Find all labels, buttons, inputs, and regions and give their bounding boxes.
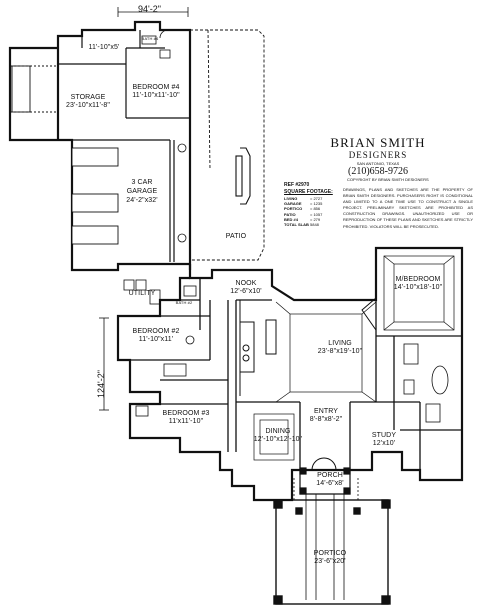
sqft-value: = 856: [310, 206, 321, 212]
designer-name: BRIAN SMITH: [330, 135, 426, 150]
garage-interior-walls: [58, 30, 190, 262]
overall-width-dimension: 94'-2": [138, 4, 161, 14]
room-dims: 11'-10"x11'-10": [132, 92, 180, 99]
portico-walkway: [293, 478, 359, 600]
room-dims: 24'-2"x32': [126, 197, 158, 204]
room-label-nook: NOOK 12'-6"x10': [230, 280, 261, 296]
garage-doors: [10, 65, 119, 245]
patio-outline: [190, 29, 265, 261]
entry-door: [311, 457, 337, 471]
room-label-utility: UTILITY: [129, 290, 156, 298]
room-dims: 11'x11'-10": [168, 418, 204, 425]
main-house-walls: [116, 246, 464, 502]
room-name: BEDROOM #3: [162, 410, 210, 417]
room-label-storage: STORAGE 23'-10"x11'-8": [66, 94, 110, 110]
designer-phone: (210)658-9726: [348, 166, 408, 177]
sqft-label: GARAGE: [284, 201, 302, 207]
room-label-study: STUDY 12'x10': [372, 432, 396, 448]
porch-outline: [299, 467, 351, 495]
sqft-label: BED #4: [284, 216, 299, 222]
room-dims: 8'-8"x8'-2": [309, 416, 343, 423]
portico-outline: [273, 499, 391, 605]
sqft-row: LIVING = 2727: [284, 196, 336, 201]
square-footage-table: LIVING = 2727 GARAGE = 1235 PORTICO = 856 P…: [284, 196, 336, 227]
sqft-value: 5848: [310, 222, 319, 228]
garage-fixtures: [141, 29, 187, 243]
designer-subtitle: DESIGNERS: [348, 150, 408, 160]
room-dims: 23'-8"x19'-10": [317, 348, 363, 355]
room-label-master-bedroom: M/BEDROOM 14'-10"x18'-10": [394, 276, 442, 292]
overall-depth-dimension: 124'-2": [96, 370, 106, 398]
room-label-bedroom-4: BEDROOM #4 11'-10"x11'-10": [132, 84, 179, 100]
sqft-row: PATIO = 1057: [284, 212, 336, 217]
sqft-value: = 1235: [310, 201, 323, 207]
room-name: DINING: [265, 428, 291, 435]
bath-fixtures: [135, 285, 449, 423]
room-name: PORTICO: [313, 550, 347, 557]
sqft-row: GARAGE = 1235: [284, 201, 336, 206]
room-label-dining: DINING 12'-10"x12'-10": [254, 428, 302, 444]
room-dims: 23'-10"x11'-8": [66, 102, 110, 109]
room-name: NOOK: [235, 280, 257, 287]
bath-4-label: BATH #4: [141, 36, 159, 41]
room-label-bedroom-3: BEDROOM #3 11'x11'-10": [163, 410, 210, 426]
room-dims: 11'-10"x5': [88, 44, 120, 51]
room-label-garage: 3 CAR GARAGE 24'-2"x32': [120, 178, 164, 205]
room-name: BEDROOM #2: [132, 328, 180, 335]
room-label-bedroom-2: BEDROOM #2 11'-10"x11': [133, 328, 180, 344]
room-dims: 12'-6"x10': [230, 288, 262, 295]
sqft-label: PORTICO: [284, 206, 303, 212]
room-name: PATIO: [225, 233, 247, 240]
kitchen-counters: [239, 300, 277, 396]
room-label-patio: PATIO: [226, 233, 246, 241]
left-dimension-line: [99, 317, 109, 411]
copyright-line: COPYRIGHT BY BRIAN SMITH DESIGNERS: [347, 177, 429, 182]
sqft-value: = 1057: [310, 211, 323, 217]
patio-fireplace: [235, 147, 251, 205]
room-dims: 14'-6"x8': [316, 480, 344, 487]
room-name: STORAGE: [70, 94, 106, 101]
room-dims: 23'-6"x20': [314, 558, 346, 565]
room-name: PORCH: [317, 472, 343, 479]
square-footage-heading: SQUARE FOOTAGE:: [284, 189, 333, 195]
living-fireplace: [361, 296, 377, 332]
room-name: ENTRY: [313, 408, 339, 415]
room-name: LIVING: [328, 340, 352, 347]
room-label-entry: ENTRY 8'-8"x8'-2": [310, 408, 342, 424]
room-name: 3 CAR GARAGE: [126, 179, 158, 195]
sqft-value: = 279: [310, 216, 321, 222]
sqft-row: BED #4 = 279: [284, 217, 336, 222]
copyright-notice: DRAWINGS, PLANS AND SKETCHES ARE THE PRO…: [343, 187, 473, 229]
designer-location: SAN ANTONIO, TEXAS: [356, 161, 400, 166]
room-label-storage-small: 11'-10"x5': [89, 44, 120, 52]
sqft-label: TOTAL SLAB: [284, 222, 309, 228]
room-label-porch: PORCH 14'-6"x8': [316, 472, 343, 488]
ceiling-detail-lines: [253, 255, 455, 461]
room-label-portico: PORTICO 23'-6"x20': [314, 550, 346, 566]
sqft-value: = 2727: [310, 196, 323, 201]
room-name: BEDROOM #4: [132, 84, 180, 91]
room-dims: 12'x10': [372, 440, 396, 447]
room-dims: 14'-10"x18'-10": [393, 284, 443, 291]
room-label-living: LIVING 23'-8"x19'-10": [318, 340, 362, 356]
utility-appliances: [123, 279, 147, 291]
main-interior-walls: [118, 278, 462, 470]
room-name: M/BEDROOM: [395, 276, 441, 283]
sqft-row: PORTICO = 856: [284, 206, 336, 211]
room-dims: 12'-10"x12'-10": [253, 436, 303, 443]
top-dimension-line: [117, 7, 189, 17]
room-name: STUDY: [371, 432, 397, 439]
plan-reference-number: REF #2970: [284, 182, 310, 188]
bath-2-label: BATH #2: [175, 300, 193, 305]
room-name: UTILITY: [128, 290, 156, 297]
sqft-label: LIVING: [284, 196, 298, 201]
sqft-label: PATIO: [284, 211, 296, 217]
room-dims: 11'-10"x11': [138, 336, 174, 343]
